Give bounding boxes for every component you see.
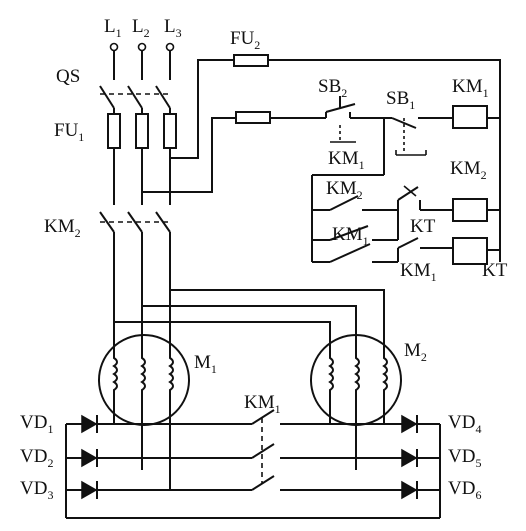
- label-sb1: SB1: [386, 88, 415, 112]
- control-circuit: [311, 96, 501, 265]
- brake-rectifier-wiring: [65, 410, 441, 519]
- label-kt-contact: KT: [410, 216, 436, 237]
- label-sb2: SB2: [318, 76, 347, 100]
- label-l2: L2: [132, 16, 150, 40]
- label-vd6: VD6: [448, 478, 481, 502]
- fu1-fuses: [107, 113, 177, 205]
- diodes-vd1-vd3: [81, 414, 98, 500]
- control-supply-wiring: [142, 54, 501, 193]
- label-km2-coil: KM2: [450, 158, 487, 182]
- label-l3: L3: [164, 16, 182, 40]
- label-km1-control: KM1: [332, 224, 369, 248]
- label-m1: M1: [194, 352, 217, 376]
- label-qs: QS: [56, 66, 80, 87]
- qs-isolator-switch: [99, 76, 171, 114]
- km1-braking-contacts: [244, 409, 275, 491]
- supply-terminals: [109, 42, 175, 76]
- diodes-vd4-vd6: [401, 414, 418, 500]
- label-vd2: VD2: [20, 446, 53, 470]
- motor-m2: [310, 334, 402, 470]
- label-vd4: VD4: [448, 412, 481, 436]
- label-km2-main: KM2: [44, 216, 81, 240]
- label-km1-coil: KM1: [452, 76, 489, 100]
- label-km1-brake: KM1: [244, 392, 281, 416]
- label-fu2: FU2: [230, 28, 260, 52]
- label-vd5: VD5: [448, 446, 481, 470]
- label-vd3: VD3: [20, 478, 53, 502]
- km2-main-contacts: [99, 211, 171, 348]
- label-km2-control: KM2: [326, 178, 363, 202]
- label-fu1: FU1: [54, 120, 84, 144]
- motor-m1: [98, 334, 190, 470]
- label-km1-bottom: KM1: [400, 260, 437, 284]
- label-km1-under-sb2: KM1: [328, 148, 365, 172]
- m2-feed-wiring: [114, 289, 385, 348]
- label-m2: M2: [404, 340, 427, 364]
- label-l1: L1: [104, 16, 122, 40]
- label-kt-coil: KT: [482, 260, 508, 281]
- label-vd1: VD1: [20, 412, 53, 436]
